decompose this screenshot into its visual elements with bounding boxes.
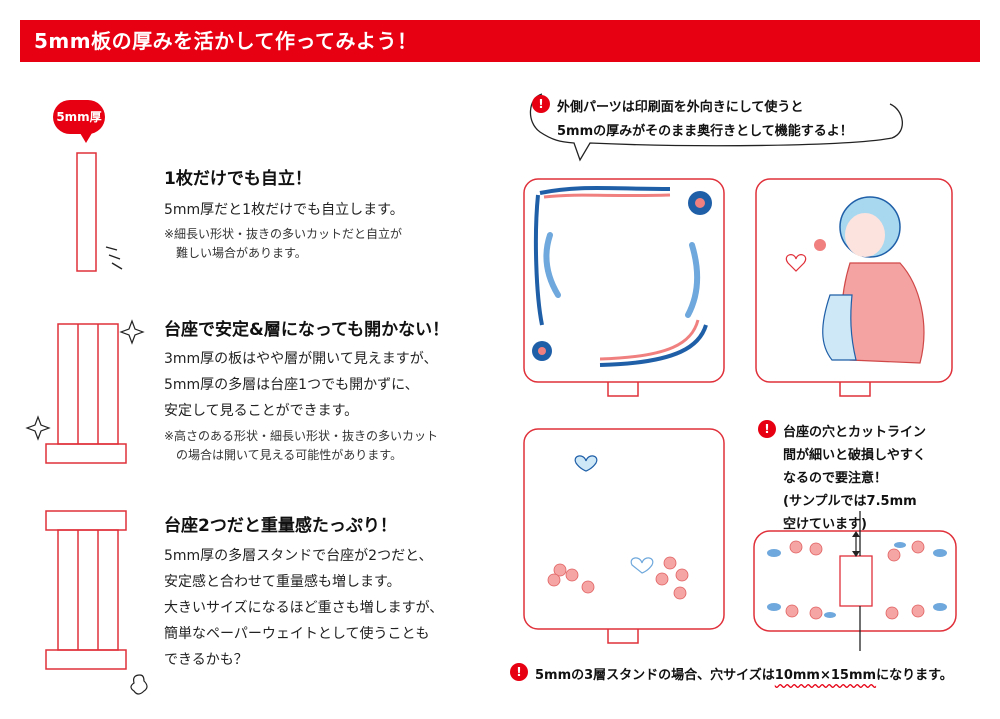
speech-bubble [529, 93, 903, 162]
single-board-diagram [76, 152, 97, 272]
section-2-body: 安定して見ることができます。 [164, 403, 359, 419]
base-panel [753, 511, 957, 651]
character-stand-panel [755, 178, 953, 397]
thickness-badge: 5mm厚 [53, 100, 105, 134]
section-2-body: 3mm厚の板はやや層が開いて見えますが、 [164, 351, 438, 367]
double-base-stand-diagram [45, 510, 127, 670]
bubble-line: 5mmの厚みがそのまま奥行きとして機能するよ！ [557, 124, 853, 139]
sparkle-icon [25, 415, 51, 441]
hole-size-prefix: 5mmの3層スタンドの場合、穴サイズは [535, 668, 775, 683]
hole-size-suffix: になります。 [876, 668, 953, 683]
section-3-title: 台座2つだと重量感たっぷり！ [164, 516, 397, 536]
callout-line: なるので要注意！ [783, 471, 888, 486]
frame-stand-panel [523, 178, 725, 397]
warning-icon: ! [532, 95, 550, 113]
stand-panels [523, 178, 957, 651]
single-base-stand-diagram [45, 323, 127, 464]
section-1-body: 5mm厚だと1枚だけでも自立します。 [164, 202, 404, 218]
callout-line: 台座の穴とカットライン [783, 425, 927, 440]
weight-mark-icon [130, 674, 148, 695]
section-3-body: 安定感と合わせて重量感も増します。 [164, 574, 401, 590]
section-1-title: 1枚だけでも自立！ [164, 169, 312, 189]
flower-stand-panel [523, 428, 725, 644]
section-2-title: 台座で安定&層になっても開かない！ [164, 320, 450, 340]
section-2-note: ※高さのある形状・細長い形状・抜きの多いカット [164, 429, 439, 443]
warning-icon: ! [510, 663, 528, 681]
section-3-body: 大きいサイズになるほど重さも増しますが、 [164, 600, 444, 616]
callout-line: (サンプルでは7.5mm [783, 494, 917, 509]
hole-size-note: 5mmの3層スタンドの場合、穴サイズは10mm×15mmになります。 [535, 664, 953, 683]
left-diagrams [25, 133, 148, 695]
section-3-body: 簡単なペーパーウェイトとして使うことも [164, 626, 430, 642]
stand-marks-icon [105, 246, 123, 270]
page-title: 5mm板の厚みを活かして作ってみよう！ [20, 20, 980, 62]
warning-icon: ! [758, 420, 776, 438]
section-1-note: ※細長い形状・抜きの多いカットだと自立が [164, 227, 403, 241]
callout-line: 空けています) [783, 517, 867, 532]
section-2-note: の場合は開いて見える可能性があります。 [164, 448, 403, 462]
sparkle-icon [119, 319, 145, 345]
bubble-line: 外側パーツは印刷面を外向きにして使うと [557, 100, 804, 115]
badge-pointer [80, 133, 92, 143]
section-2-body: 5mm厚の多層は台座1つでも開かずに、 [164, 377, 419, 393]
base-hole [839, 555, 873, 607]
section-1-note: 難しい場合があります。 [164, 246, 307, 260]
section-3-body: 5mm厚の多層スタンドで台座が2つだと、 [164, 548, 433, 564]
section-3-body: できるかも？ [164, 652, 248, 668]
hole-size-value: 10mm×15mm [774, 668, 877, 683]
callout-line: 間が細いと破損しやすく [783, 448, 926, 463]
